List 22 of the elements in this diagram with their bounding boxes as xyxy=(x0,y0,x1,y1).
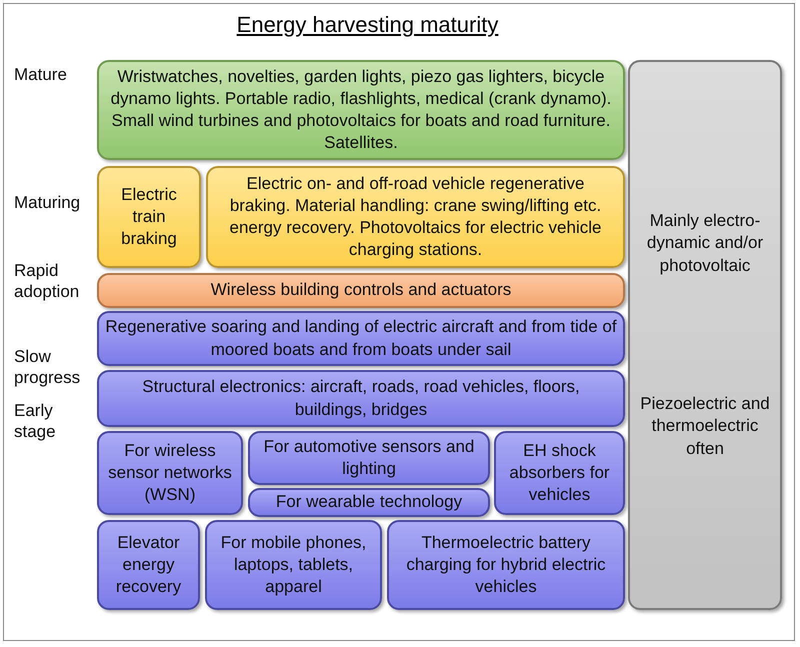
category-box: Elevator energy recovery xyxy=(97,520,200,610)
category-box: EH shock absorbers for vehicles xyxy=(494,431,625,515)
category-box: Wristwatches, novelties, garden lights, piezo gas lighters, bicycle dynamo lights. Portable radio, flashlights, medical (crank dynamo). Small wind turbines and photovoltaics for boats and road furniture. Satellites. xyxy=(97,60,625,160)
category-box: For wearable technology xyxy=(248,488,490,517)
category-text: Mainly electro-dynamic and/or photovoltaic xyxy=(646,210,764,277)
stage-label: Rapid adoption xyxy=(14,260,80,302)
category-box: For wireless sensor networks (WSN) xyxy=(97,431,243,515)
category-box: For mobile phones, laptops, tablets, apparel xyxy=(205,520,382,610)
stage-label: Slow progress xyxy=(14,346,82,388)
category-text: Piezoelectric and thermoelectric often xyxy=(639,393,771,460)
category-panel xyxy=(628,60,782,610)
category-box: For automotive sensors and lighting xyxy=(248,431,490,485)
category-box: Regenerative soaring and landing of electric aircraft and from tide of moored boats and from boats under sail xyxy=(97,311,625,366)
category-box: Structural electronics: aircraft, roads, road vehicles, floors, buildings, bridges xyxy=(97,370,625,427)
category-box: Electric train braking xyxy=(97,166,201,268)
category-box: Electric on- and off-road vehicle regenerative braking. Material handling: crane swing/lifting etc. energy recovery. Photovoltaics for electric vehicle charging stations. xyxy=(206,166,625,268)
stage-label: Early stage xyxy=(14,400,57,442)
stage-label: Mature xyxy=(14,64,68,86)
category-box: Thermoelectric battery charging for hybrid electric vehicles xyxy=(387,520,625,610)
stage-label: Maturing xyxy=(14,192,82,214)
category-box: Wireless building controls and actuators xyxy=(97,273,625,308)
diagram-title: Energy harvesting maturity xyxy=(236,12,498,37)
